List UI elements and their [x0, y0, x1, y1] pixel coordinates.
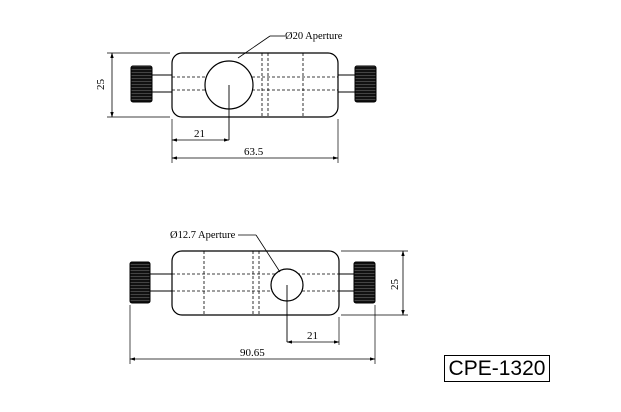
- model-number-box: CPE-1320: [444, 355, 550, 382]
- top-view: Ø20 Aperture 25 21 63.5: [95, 31, 377, 163]
- length-dim-top: 63.5: [244, 146, 264, 158]
- clamp-body-bottom: [171, 250, 340, 342]
- bottom-view: Ø12.7 Aperture 25 21 90.65: [129, 230, 408, 364]
- right-knob-bottom: [338, 261, 376, 304]
- height-dim-top: 25: [95, 79, 107, 91]
- offset-dim-top: 21: [194, 128, 205, 140]
- left-knob-top: [130, 65, 173, 103]
- height-dim-bottom: 25: [389, 279, 401, 291]
- length-dim-bottom: 90.65: [240, 347, 265, 359]
- aperture-label-top: Ø20 Aperture: [285, 31, 343, 42]
- clamp-body-top: [171, 52, 339, 140]
- model-number: CPE-1320: [448, 356, 546, 380]
- right-knob-top: [337, 65, 377, 103]
- aperture-label-bottom: Ø12.7 Aperture: [170, 230, 236, 241]
- left-knob-bottom: [129, 261, 173, 304]
- offset-dim-bottom: 21: [307, 330, 318, 342]
